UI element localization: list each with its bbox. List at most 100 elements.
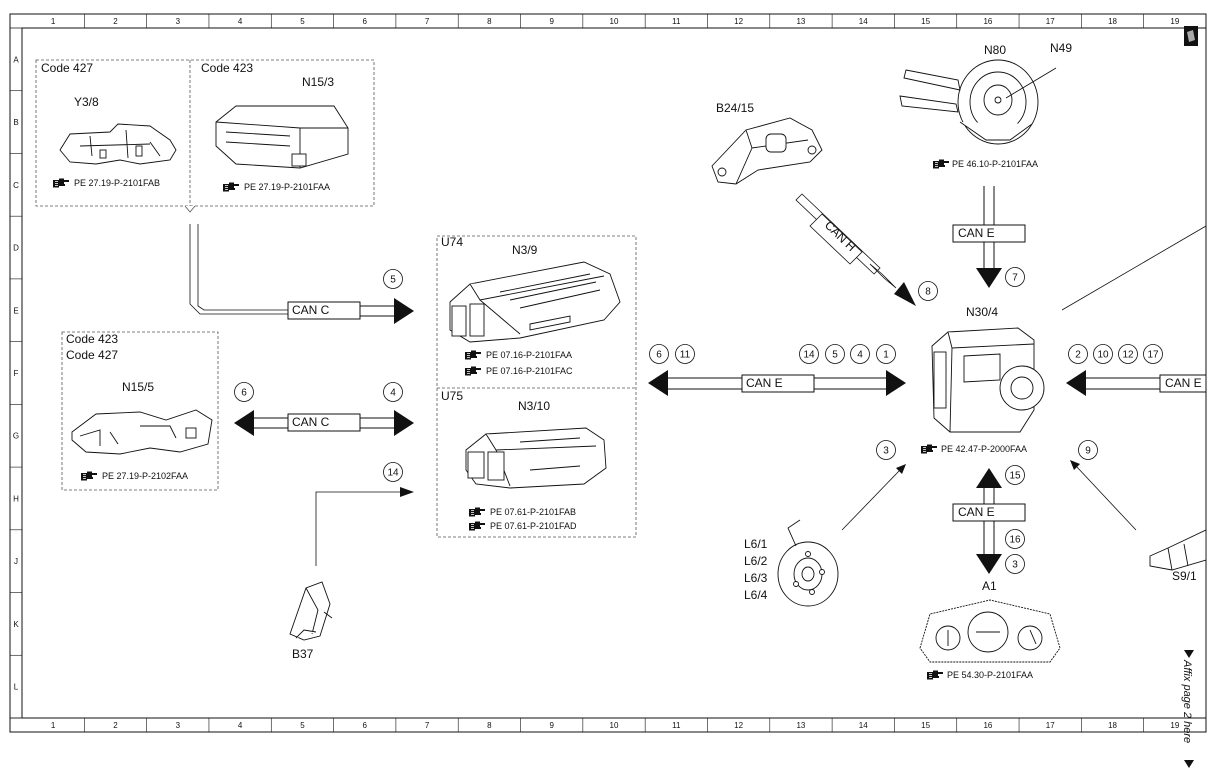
grid-col-label-bottom: 3 <box>176 721 181 730</box>
signal-number-s12: 12 <box>1122 350 1134 361</box>
grid-col-label-top: 18 <box>1108 17 1117 26</box>
grid-col-label-bottom: 1 <box>51 721 56 730</box>
component-label-l6-1: L6/1 <box>744 537 768 551</box>
component-label-l6-2: L6/2 <box>744 554 768 568</box>
grid-col-label-bottom: 19 <box>1170 721 1179 730</box>
grid-col-label-bottom: 14 <box>859 721 868 730</box>
grid-col-label-top: 15 <box>921 17 930 26</box>
component-label-n30-4: N30/4 <box>966 305 998 319</box>
signal-number-s4: 4 <box>390 388 396 399</box>
steering-module-icon <box>899 59 1057 145</box>
signal-number-s14: 14 <box>803 350 815 361</box>
ref-y3-8: PE 27.19-P-2101FAB <box>74 178 160 188</box>
ref-n3-10-a: PE 07.61-P-2101FAB <box>490 507 576 517</box>
signal-circle-s15 <box>1005 465 1025 485</box>
ref-n80: PE 46.10-P-2101FAA <box>952 159 1038 169</box>
code-427-label: Code 427 <box>41 61 93 75</box>
grid-col-label-top: 10 <box>610 17 619 26</box>
grid-col-label-top: 2 <box>113 17 118 26</box>
code-423-label: Code 423 <box>201 61 253 75</box>
grid-row-label: H <box>13 494 19 503</box>
component-label-n15-5: N15/5 <box>122 380 154 394</box>
ref-n3-9-a: PE 07.16-P-2101FAA <box>486 350 572 360</box>
ref-n15-3: PE 27.19-P-2101FAA <box>244 182 330 192</box>
signal-number-s15: 15 <box>1009 471 1021 482</box>
grid-col-label-top: 5 <box>300 17 305 26</box>
control-unit-n15-5-icon <box>71 409 213 455</box>
line-wheel-sensor <box>841 469 901 531</box>
signal-number-s14_left: 14 <box>387 468 399 479</box>
component-label-n3-9: N3/9 <box>512 243 538 257</box>
grid-col-label-top: 19 <box>1170 17 1179 26</box>
sensor-b24-15-icon <box>711 117 823 185</box>
signal-number-s9: 9 <box>1085 446 1091 457</box>
signal-number-s6: 6 <box>656 350 662 361</box>
grid-col-label-top: 9 <box>549 17 554 26</box>
esp-unit-icon <box>931 327 1045 433</box>
can-e-arrow-center <box>648 370 906 396</box>
grid-columns: 1122334455667788991010111112121313141415… <box>51 14 1207 732</box>
signal-circle-s14_left <box>383 462 403 482</box>
instrument-cluster-icon <box>919 599 1061 663</box>
can-e-label-top: CAN E <box>958 226 995 240</box>
can-e-label-center: CAN E <box>746 376 783 390</box>
signal-number-s3_left: 3 <box>883 446 889 457</box>
grid-col-label-bottom: 5 <box>300 721 305 730</box>
signal-number-s5: 5 <box>390 275 396 286</box>
signal-circle-s5b <box>825 344 845 364</box>
grid-col-label-bottom: 12 <box>734 721 743 730</box>
grid-col-label-bottom: 13 <box>796 721 805 730</box>
signal-number-s8: 8 <box>925 287 931 298</box>
component-label-u75: U75 <box>441 389 463 403</box>
grid-col-label-top: 4 <box>238 17 243 26</box>
signal-circle-s7 <box>1005 267 1025 287</box>
box-notch <box>184 205 196 213</box>
grid-col-label-top: 16 <box>983 17 992 26</box>
grid-row-label: L <box>14 683 19 692</box>
ecu-n3-9-icon <box>449 261 621 343</box>
component-label-b37: B37 <box>292 647 314 661</box>
ref-n3-10-b: PE 07.61-P-2101FAD <box>490 521 577 531</box>
grid-col-label-top: 12 <box>734 17 743 26</box>
control-unit-n15-3-icon <box>215 105 349 169</box>
ref-a1: PE 54.30-P-2101FAA <box>947 670 1033 680</box>
affix-arrow-top <box>1184 650 1194 658</box>
frame <box>9 13 1207 733</box>
signal-number-s10: 10 <box>1097 350 1109 361</box>
grid-col-label-top: 7 <box>425 17 430 26</box>
signal-circle-s4b <box>850 344 870 364</box>
ref-n3-9-b: PE 07.16-P-2101FAC <box>486 366 573 376</box>
line-upper-right <box>1061 225 1207 311</box>
grid-col-label-top: 6 <box>363 17 368 26</box>
grid-col-label-bottom: 18 <box>1108 721 1117 730</box>
affix-note: Affix page 2 here <box>1181 659 1193 743</box>
can-h-line <box>795 193 916 306</box>
grid-row-label: G <box>13 432 19 441</box>
component-label-n15-3: N15/3 <box>302 75 334 89</box>
signal-circle-s3_left <box>876 440 896 460</box>
code-423-label-mid: Code 423 <box>66 332 118 346</box>
can-c-label-mid: CAN C <box>292 415 330 429</box>
component-label-n49: N49 <box>1050 41 1072 55</box>
signal-circle-s16 <box>1005 529 1025 549</box>
grid-col-label-bottom: 4 <box>238 721 243 730</box>
grid-row-label: D <box>13 244 19 253</box>
can-e-label-right: CAN E <box>1165 376 1202 390</box>
grid-col-label-bottom: 17 <box>1046 721 1055 730</box>
grid-col-label-bottom: 6 <box>363 721 368 730</box>
signal-circle-s6 <box>649 344 669 364</box>
signal-circle-s10 <box>1093 344 1113 364</box>
grid-row-label: J <box>14 557 18 566</box>
grid-col-label-top: 8 <box>487 17 492 26</box>
valve-body-icon <box>59 123 177 165</box>
grid-col-label-bottom: 7 <box>425 721 430 730</box>
brake-light-switch-icon <box>1149 529 1207 571</box>
grid-row-label: E <box>13 306 18 315</box>
ecu-n3-10-icon <box>465 427 607 489</box>
signal-number-s6_left: 6 <box>241 388 247 399</box>
grid-col-label-bottom: 10 <box>610 721 619 730</box>
grid-row-label: B <box>13 118 18 127</box>
signal-circle-s5 <box>383 269 403 289</box>
